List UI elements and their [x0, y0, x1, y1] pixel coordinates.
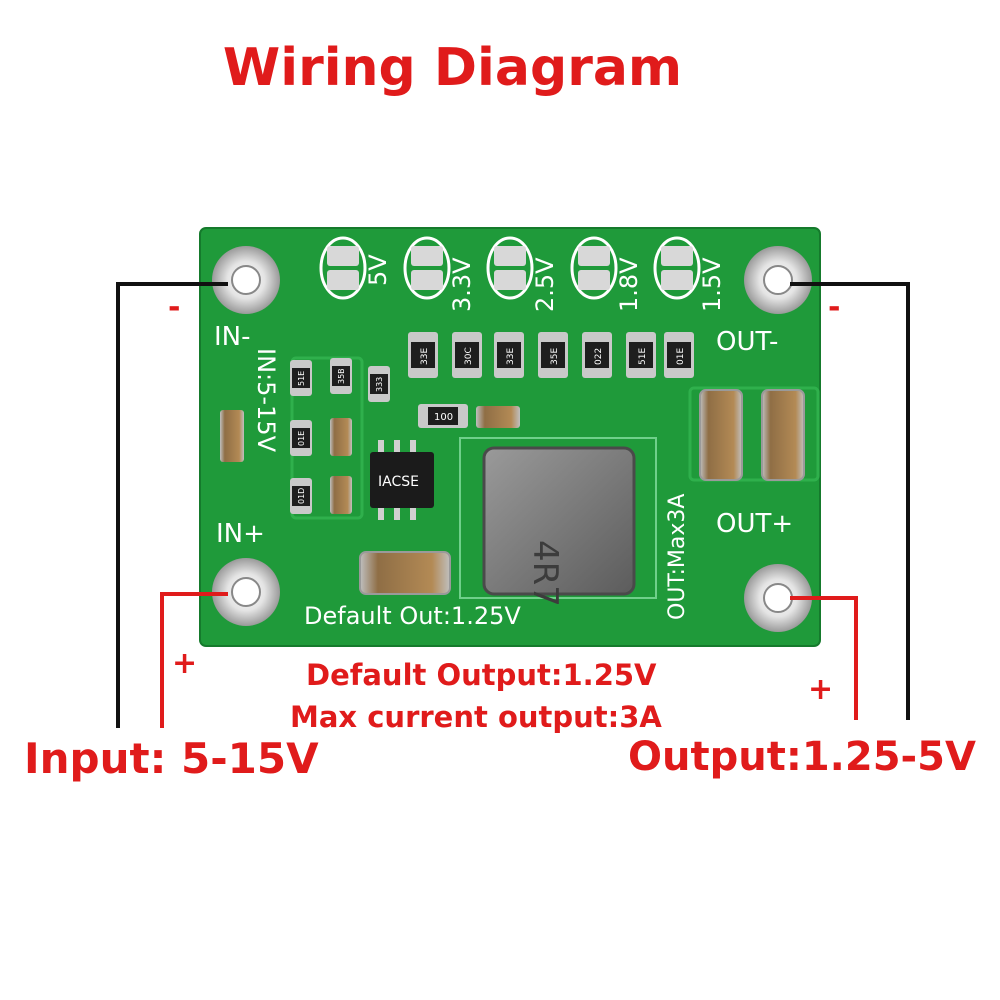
solder-pad-1v8	[570, 236, 618, 300]
output-capacitor-2	[761, 389, 805, 481]
ic-chip: IACSE	[370, 440, 434, 520]
resistor: 333	[368, 366, 390, 402]
capacitor-small	[476, 406, 520, 428]
silk-out-minus: OUT-	[716, 327, 778, 357]
pad-label-5v: 5V	[364, 254, 392, 286]
pad-label-2v5: 2.5V	[531, 257, 559, 312]
resistor: 30C	[452, 332, 482, 378]
svg-text:51E: 51E	[638, 348, 648, 365]
pad-label-1v8: 1.8V	[615, 257, 643, 312]
input-plus-wire	[160, 592, 228, 728]
svg-text:01D: 01D	[297, 488, 306, 504]
output-minus-wire	[790, 282, 910, 720]
inductor-marking: 4R7	[525, 540, 565, 607]
pad-in-minus	[212, 246, 280, 314]
input-minus-wire	[116, 282, 228, 728]
capacitor	[330, 418, 352, 456]
svg-text:022: 022	[594, 348, 604, 365]
silk-out-plus: OUT+	[716, 509, 793, 539]
resistor-row: 33E 30C 33E 35E 022 51E 01E	[408, 332, 694, 378]
inductor: 4R7	[482, 446, 636, 607]
input-label: Input: 5-15V	[24, 734, 319, 783]
svg-text:35B: 35B	[337, 368, 346, 384]
silk-default-out: Default Out:1.25V	[304, 602, 521, 630]
svg-text:51E: 51E	[297, 371, 306, 386]
note-default-output: Default Output:1.25V	[306, 658, 657, 692]
solder-pad-3v3	[403, 236, 451, 300]
resistor: 022	[582, 332, 612, 378]
resistor: 33E	[408, 332, 438, 378]
resistor-100: 100	[418, 404, 468, 428]
svg-text:01E: 01E	[676, 348, 686, 365]
pad-label-1v5: 1.5V	[698, 257, 726, 312]
silk-in-minus: IN-	[214, 322, 251, 352]
pad-label-3v3: 3.3V	[448, 257, 476, 312]
capacitor	[330, 476, 352, 514]
svg-text:100: 100	[434, 412, 453, 423]
resistor: 01E	[664, 332, 694, 378]
solder-pad-2v5	[486, 236, 534, 300]
svg-text:30C: 30C	[464, 347, 474, 365]
output-plus-sign: +	[808, 672, 834, 707]
silk-in-range: IN:5-15V	[252, 348, 280, 453]
resistor: 01E	[290, 420, 312, 456]
resistor: 51E	[626, 332, 656, 378]
resistor: 01D	[290, 478, 312, 514]
output-plus-wire	[790, 596, 858, 720]
solder-pad-1v5	[653, 236, 701, 300]
solder-pad-5v	[319, 236, 367, 300]
silk-in-plus: IN+	[216, 519, 265, 549]
svg-text:33E: 33E	[420, 348, 430, 365]
left-component-cluster: 51E 35B 333 01E 01D	[220, 358, 390, 514]
output-minus-sign: -	[828, 290, 841, 325]
voltage-select-pads	[319, 236, 701, 300]
svg-text:33E: 33E	[506, 348, 516, 365]
silk-out-max: OUT:Max3A	[665, 494, 690, 620]
capacitor	[220, 410, 244, 462]
output-label: Output:1.25-5V	[628, 734, 976, 780]
resistor: 35B	[330, 358, 352, 394]
input-capacitor	[359, 551, 451, 595]
svg-text:333: 333	[375, 377, 384, 392]
note-max-current: Max current output:3A	[290, 700, 662, 734]
input-plus-sign: +	[172, 646, 198, 681]
resistor: 35E	[538, 332, 568, 378]
resistor: 51E	[290, 360, 312, 396]
svg-text:35E: 35E	[550, 348, 560, 365]
resistor: 33E	[494, 332, 524, 378]
input-minus-sign: -	[168, 290, 181, 325]
diagram-title: Wiring Diagram	[222, 38, 683, 98]
ic-marking: IACSE	[378, 474, 419, 490]
output-capacitor-1	[699, 389, 743, 481]
pcb-trace-right	[688, 386, 820, 482]
svg-text:01E: 01E	[297, 431, 306, 446]
pad-in-plus	[212, 558, 280, 626]
pcb-inner-trace	[459, 437, 657, 599]
pad-out-minus	[744, 246, 812, 314]
